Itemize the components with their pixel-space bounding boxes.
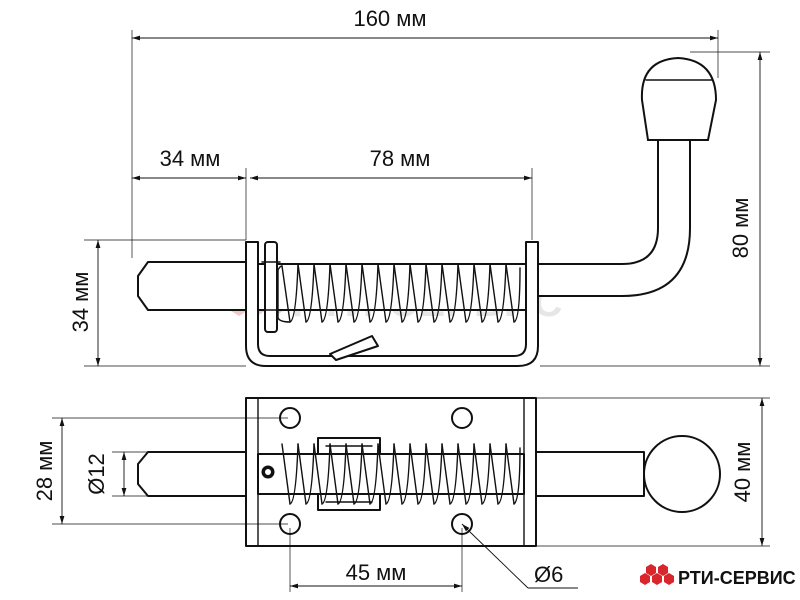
side-view (137, 56, 718, 367)
dim-bracket-width: 28 мм (32, 441, 57, 502)
dim-pin-extension: 34 мм (160, 146, 221, 171)
dim-body-width: 40 мм (730, 442, 755, 503)
plan-spring-coils (281, 443, 521, 505)
plan-handle-knob (643, 435, 721, 513)
dim-overall-length: 160 мм (353, 6, 426, 31)
plan-view-dimensions: 28 мм Ø12 40 мм 45 мм Ø6 (32, 397, 770, 592)
brand-name: РТИ-СЕРВИС (678, 568, 796, 588)
dim-hole-diameter: Ø6 (534, 562, 563, 587)
pin-tip (137, 261, 253, 311)
plan-view (137, 397, 721, 547)
brand-logo: РТИ-СЕРВИС (640, 564, 796, 588)
plan-handle-rod (535, 451, 645, 497)
dim-spring-length: 78 мм (370, 146, 431, 171)
spring-coils (277, 263, 521, 323)
handle-rod (537, 137, 691, 297)
dim-side-height: 34 мм (68, 272, 93, 333)
dim-pin-diameter: Ø12 (84, 453, 109, 495)
cross-pin (264, 241, 278, 333)
dim-hole-spacing: 45 мм (346, 560, 407, 585)
handle-knob (640, 56, 718, 141)
brand-logo-icon (640, 564, 674, 585)
plan-pin-tip (137, 451, 247, 497)
bracket-frame (245, 241, 539, 367)
latch-lever (329, 335, 379, 361)
dim-height: 80 мм (728, 198, 753, 259)
side-view-dimensions: 160 мм 34 мм 78 мм 80 мм 34 мм (68, 6, 770, 367)
